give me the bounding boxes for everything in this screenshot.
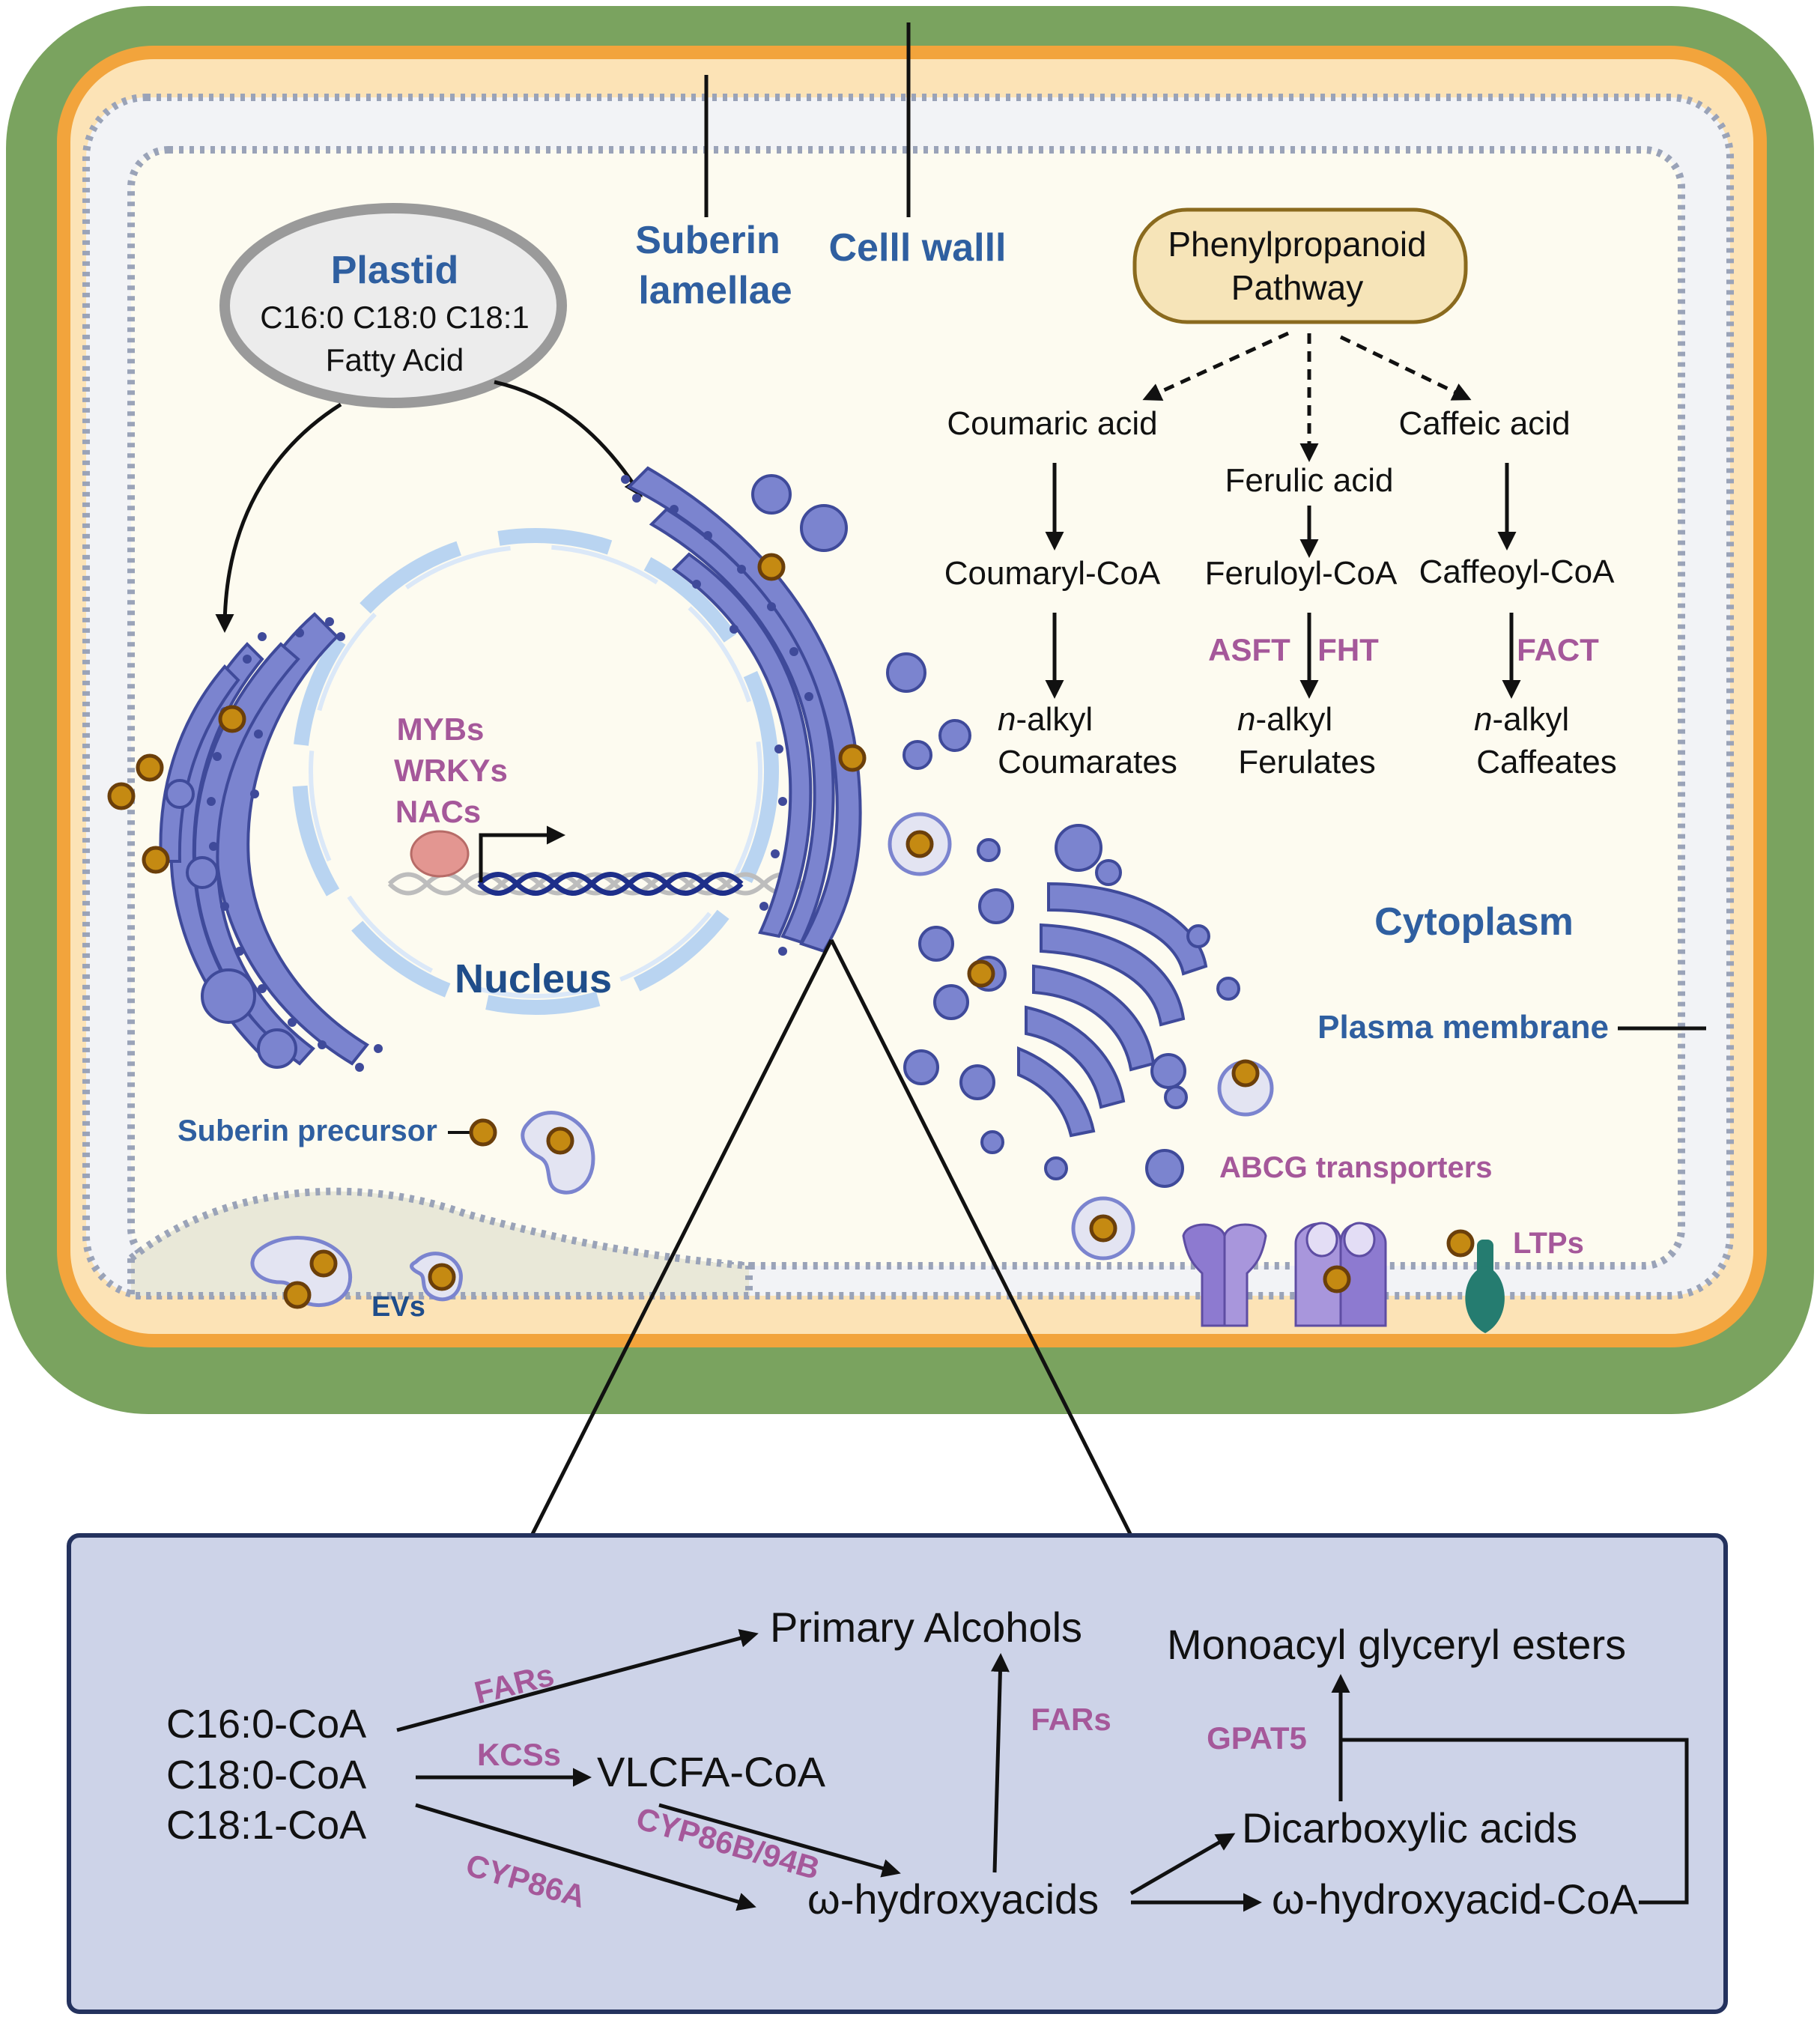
transcription-factor-blob: [410, 830, 470, 878]
suberin-label: Suberin: [635, 219, 780, 262]
cytoplasm-label: Cytoplasm: [1374, 900, 1574, 944]
lamellae-label: lamellae: [638, 269, 792, 312]
plasma-membrane-label: Plasma membrane: [1317, 1009, 1609, 1046]
suberin-precursor-molecule: [469, 1118, 497, 1147]
nucleus-label: Nucleus: [455, 956, 612, 1001]
cytoplasm: [127, 146, 1685, 1270]
arrow-to-dicarboxylic: [1129, 1833, 1236, 1896]
suberin-precursor-label: Suberin precursor: [178, 1114, 437, 1147]
ltp-protein: [1446, 1229, 1505, 1333]
gpat5-loop-line: [1341, 1738, 1689, 1905]
enzyme-fht: FHT: [1317, 632, 1379, 667]
zoom-line-right: [829, 938, 1133, 1537]
arrow-vlcfa-to-hydroxyacids: [658, 1803, 901, 1878]
endoplasmic-reticulum-left: [107, 612, 383, 1072]
vesicle: [1071, 1196, 1135, 1261]
vesicle: [888, 812, 952, 876]
coumaryl-coa: Coumaryl-CoA: [944, 555, 1161, 592]
tf-myb: MYBs: [397, 712, 485, 747]
substrate-c18-0: C18:0-CoA: [166, 1753, 366, 1798]
tf-nac: NACs: [395, 794, 481, 829]
endoplasmic-reticulum-right: [621, 466, 971, 956]
enzyme-asft: ASFT: [1208, 632, 1290, 667]
plastid-title: Plastid: [331, 249, 459, 292]
feruloyl-coa: Feruloyl-CoA: [1205, 555, 1398, 592]
substrate-c16: C16:0-CoA: [166, 1702, 366, 1747]
primary-alcohols: Primary Alcohols: [770, 1604, 1082, 1651]
arrow-to-hydroxyacids: [415, 1803, 756, 1911]
enzyme-fars-2: FARs: [1031, 1702, 1111, 1737]
hydroxyacids: ω-hydroxyacids: [807, 1875, 1099, 1923]
dna-helix: [387, 825, 804, 896]
abcg-transporter: [1182, 1223, 1267, 1327]
dicarboxylic-acids: Dicarboxylic acids: [1242, 1804, 1577, 1851]
abcg-label: ABCG transporters: [1219, 1151, 1493, 1184]
caffeoyl-coa: Caffeoyl-CoA: [1419, 553, 1616, 590]
substrate-c18-1: C18:1-CoA: [166, 1803, 366, 1848]
plastid-to-right-er-arrow: [494, 380, 643, 498]
caffeic-acid: Caffeic acid: [1398, 405, 1570, 442]
ev-vesicle: [410, 1252, 463, 1302]
vesicle: [1217, 1059, 1274, 1117]
cell: Suberin lamellae Celll walll Plastid C16…: [6, 6, 1814, 1414]
phenylpropanoid-label-1: Phenylpropanoid: [1168, 225, 1426, 264]
arrow-to-primary-alcohols: [396, 1629, 759, 1732]
ev-vesicle: [250, 1236, 352, 1309]
plastid: Plastid C16:0 C18:0 C18:1 Fatty Acid: [219, 203, 567, 408]
ltps-label: LTPs: [1513, 1227, 1584, 1260]
coumarates: Coumarates: [998, 744, 1177, 780]
enzyme-kcss: KCSs: [477, 1737, 561, 1772]
monoacyl-glyceryl-esters: Monoacyl glyceryl esters: [1167, 1621, 1626, 1668]
plastid-line2: Fatty Acid: [326, 342, 464, 377]
plastid-line1: C16:0 C18:0 C18:1: [260, 300, 530, 335]
inset-box: [67, 1533, 1728, 2014]
phenylpropanoid-label-2: Pathway: [1231, 268, 1363, 307]
tf-wrky: WRKYs: [394, 753, 508, 788]
ferulates: Ferulates: [1238, 744, 1375, 780]
golgi-apparatus: [903, 824, 1240, 1188]
phenylpropanoid-box: [1132, 207, 1468, 324]
enzyme-gpat5: GPAT5: [1207, 1720, 1307, 1756]
dashed-arrow-coumaric: [1142, 331, 1290, 401]
arrow-hydroxyacids-to-alcohols: [990, 1653, 1010, 1873]
coumaric-acid: Coumaric acid: [947, 405, 1157, 442]
cell-wall-label: Celll walll: [829, 226, 1007, 270]
nucleus: Nucleus: [292, 528, 779, 1015]
vesicle: [521, 1111, 595, 1195]
n-alkyl-ferulates-prefix: n-alkyl: [1237, 701, 1332, 738]
vlcfa-coa: VLCFA-CoA: [597, 1748, 826, 1795]
zoom-line-left: [530, 938, 834, 1537]
transcription-start-arrow: [479, 825, 565, 882]
evs-label: EVs: [371, 1291, 425, 1323]
hydroxyacid-coa: ω-hydroxyacid-CoA: [1272, 1875, 1638, 1923]
plastid-to-left-er-arrow: [215, 402, 342, 633]
ferulic-acid: Ferulic acid: [1225, 462, 1394, 499]
enzyme-fact: FACT: [1517, 632, 1599, 667]
n-alkyl-coumarates-prefix: n-alkyl: [998, 701, 1093, 738]
caffeates: Caffeates: [1476, 744, 1617, 780]
phenylpropanoid-pathway: Phenylpropanoid Pathway Coumaric acid Fe…: [944, 207, 1617, 780]
abcg-transporter: [1294, 1222, 1387, 1327]
er-pathway-inset: C16:0-CoA C18:0-CoA C18:1-CoA Primary Al…: [67, 1533, 1728, 2014]
n-alkyl-caffeates-prefix: n-alkyl: [1474, 701, 1569, 738]
dashed-arrow-caffeic: [1339, 335, 1472, 401]
